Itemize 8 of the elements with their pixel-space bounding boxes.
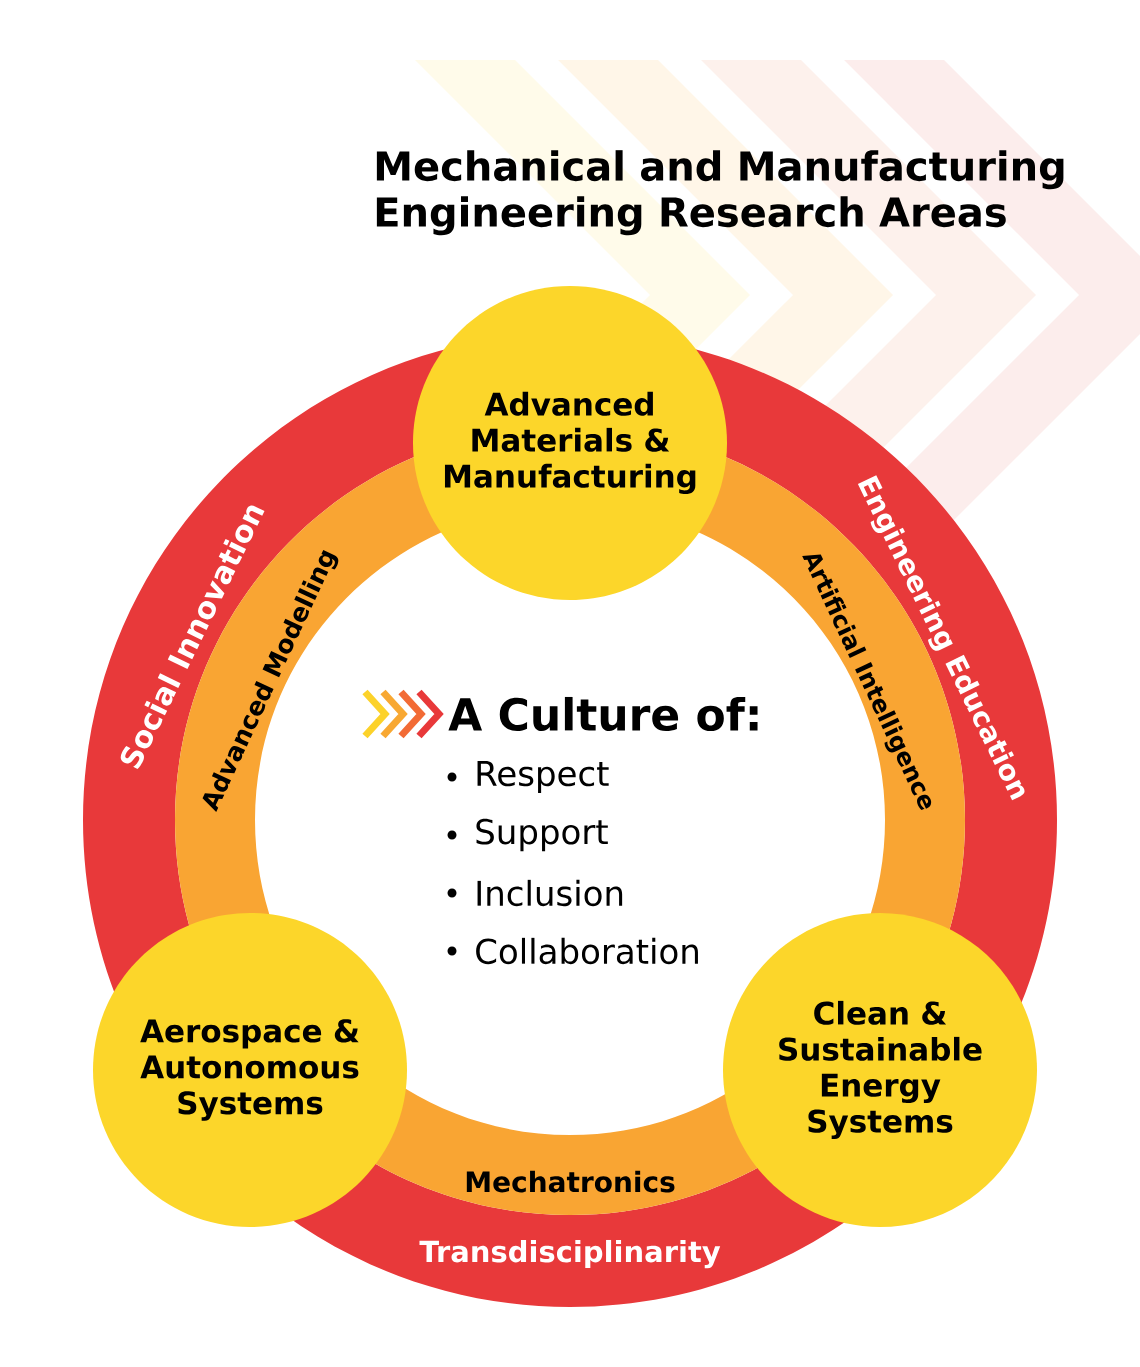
title: Mechanical and Manufacturing Engineering Research Areas — [376, 150, 1064, 236]
list-item: Inclusion — [477, 879, 623, 907]
list-item: Respect — [477, 761, 609, 793]
list-item: Collaboration — [476, 937, 698, 965]
ring-label: Transdisciplinarity — [419, 1239, 721, 1269]
list-item: Support — [476, 818, 608, 852]
heading: A Culture of: — [448, 696, 758, 731]
ring-label: Mechatronics — [466, 1170, 675, 1193]
